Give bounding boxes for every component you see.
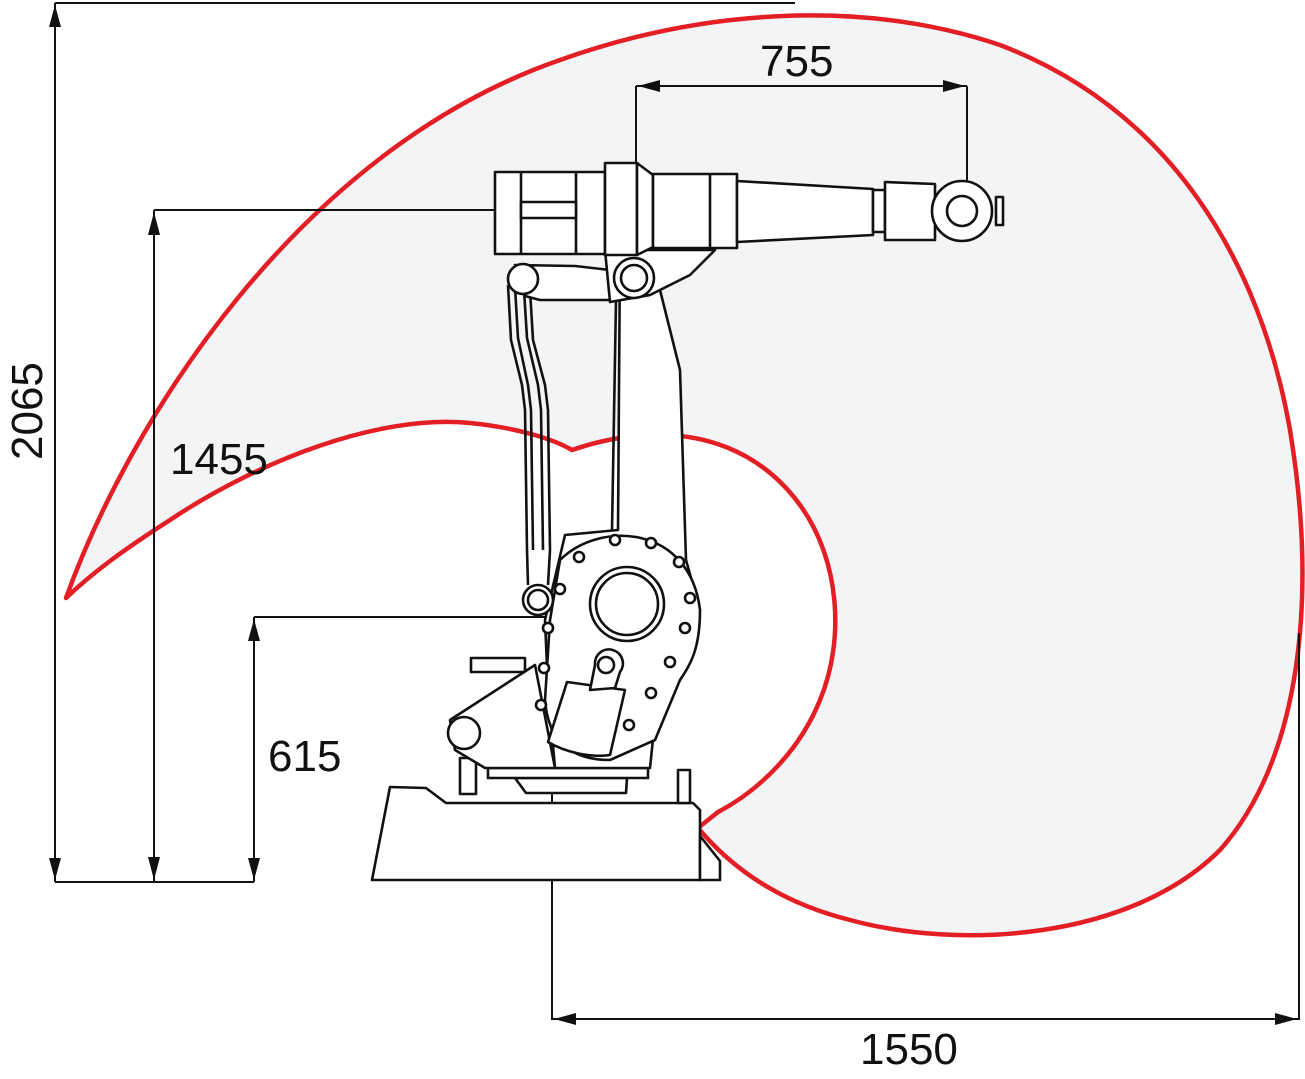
flange-bolts (534, 533, 697, 732)
turret-ring (513, 776, 629, 795)
wrist-neck (871, 188, 887, 234)
base-plate (370, 785, 702, 882)
parallel-rod (506, 284, 530, 586)
axis2-joint-inner (594, 571, 660, 637)
tool-flange (994, 195, 1005, 227)
turret-plate (486, 766, 650, 780)
base-stop-pin (676, 768, 692, 805)
counterweight-cylinder (546, 680, 627, 758)
dimension-labels: 2065 1455 615 755 1550 (3, 37, 958, 1074)
forearm-collar (603, 161, 639, 257)
dim-total-height-label: 2065 (3, 362, 52, 460)
axis2-joint-outer (588, 565, 666, 643)
base-bracket (698, 834, 722, 882)
robot-arm (370, 161, 1005, 882)
forearm-cone (635, 161, 655, 257)
dimension-lines (49, 2, 1300, 1025)
dim-upper-axis-height-label: 1455 (170, 435, 268, 484)
dim-lower-axis-height-label: 615 (268, 732, 341, 781)
forearm-tube (735, 179, 875, 244)
wrist-housing (883, 180, 937, 242)
work-envelope-area (63, 13, 1305, 938)
axis3-joint-inner (619, 263, 649, 293)
upper-link-joint (506, 262, 540, 296)
work-envelope (63, 13, 1305, 938)
cylinder-stop (458, 756, 478, 796)
dim-max-reach-label: 1550 (860, 1025, 958, 1074)
dim-forearm-length-label: 755 (760, 37, 833, 86)
cylinder-eye (588, 648, 625, 692)
cylinder-mount (469, 656, 527, 674)
wrist-flange-outer (930, 179, 994, 243)
forearm-body (651, 172, 739, 250)
linkage-pivot (446, 715, 482, 751)
wrist-flange-inner (945, 194, 979, 228)
